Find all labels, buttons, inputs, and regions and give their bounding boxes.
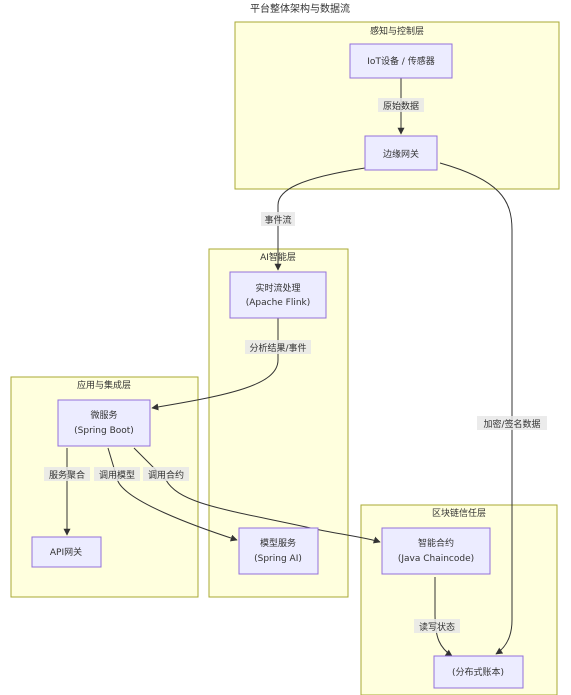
node-api-gateway: API网关 [31,536,102,568]
cluster-app-label: 应用与集成层 [77,379,131,391]
edge-event-stream [274,167,366,271]
node-iot-devices: IoT设备 / 传感器 [349,43,453,79]
svg-text:实时流处理: 实时流处理 [255,282,300,294]
cluster-perception-label: 感知与控制层 [370,25,424,37]
cluster-blockchain-label: 区块链信任层 [432,507,486,519]
svg-text:读写状态: 读写状态 [419,621,455,633]
svg-text:边缘网关: 边缘网关 [383,148,419,160]
node-flink-stream: 实时流处理 (Apache Flink) [229,271,327,319]
svg-text:模型服务: 模型服务 [260,537,296,549]
node-smart-contract: 智能合约 (Java Chaincode) [381,527,491,575]
svg-text:事件流: 事件流 [264,214,291,226]
edge-read-write [434,577,453,657]
svg-text:调用合约: 调用合约 [148,469,184,481]
edge-call-contract [133,447,381,544]
svg-text:微服务: 微服务 [90,409,117,421]
svg-text:服务聚合: 服务聚合 [49,469,85,481]
edge-encrypt [439,162,513,655]
node-edge-gateway: 边缘网关 [364,135,438,171]
svg-text:分析结果/事件: 分析结果/事件 [249,342,306,354]
edge-label-read-write: 读写状态 [414,619,460,633]
svg-text:加密/签名数据: 加密/签名数据 [483,418,540,430]
svg-text:IoT设备 / 传感器: IoT设备 / 传感器 [367,55,434,67]
edge-label-raw-data: 原始数据 [378,98,424,112]
svg-text:原始数据: 原始数据 [383,100,419,112]
node-model-service: 模型服务 (Spring AI) [238,527,319,575]
diagram-title: 平台整体架构与数据流 [250,2,350,15]
edge-call-model [107,447,238,542]
edge-label-encrypt: 加密/签名数据 [477,416,547,430]
svg-text:(Spring AI): (Spring AI) [254,554,302,564]
svg-text:API网关: API网关 [50,546,82,558]
node-microservice: 微服务 (Spring Boot) [57,399,151,447]
edge-analysis [151,318,279,411]
svg-text:调用模型: 调用模型 [99,470,135,481]
node-distributed-ledger: (分布式账本) [433,655,524,689]
edge-label-analysis: 分析结果/事件 [245,340,311,354]
edge-label-call-model: 调用模型 [94,467,140,481]
svg-text:(Apache Flink): (Apache Flink) [246,298,311,308]
svg-text:(分布式账本): (分布式账本) [452,666,504,678]
edge-label-event-stream: 事件流 [261,212,295,226]
edge-label-call-contract: 调用合约 [143,467,189,481]
edge-label-aggregate: 服务聚合 [44,467,90,481]
svg-text:智能合约: 智能合约 [418,537,454,549]
svg-text:(Java Chaincode): (Java Chaincode) [398,554,474,564]
svg-text:(Spring Boot): (Spring Boot) [74,426,134,436]
